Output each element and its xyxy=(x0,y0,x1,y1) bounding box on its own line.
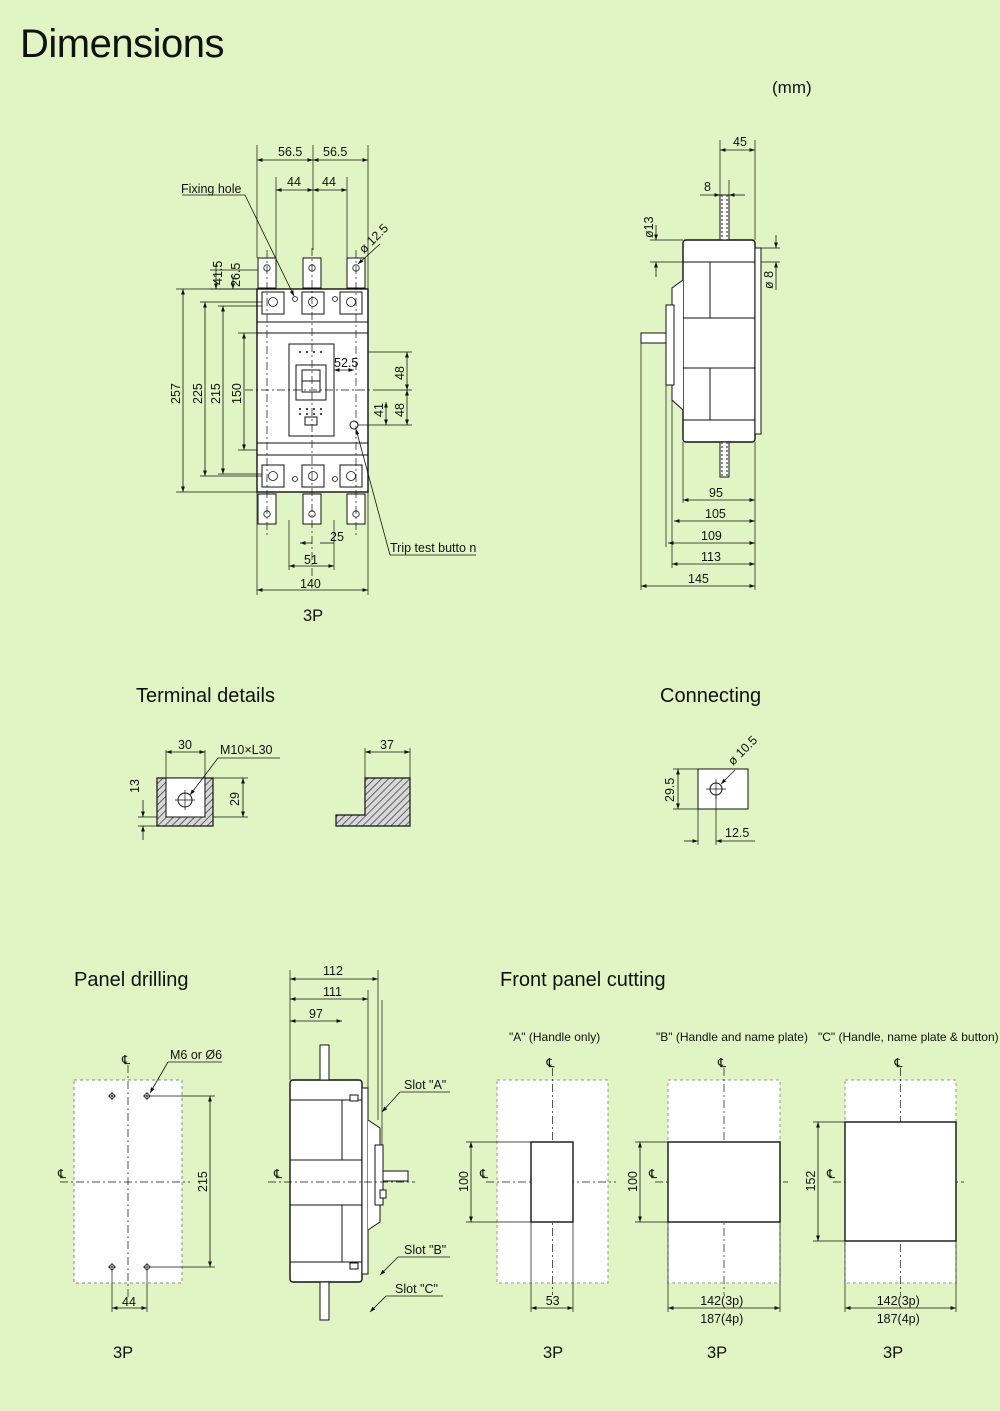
svg-text:℄: ℄ xyxy=(273,1167,283,1181)
svg-text:M10×L30: M10×L30 xyxy=(220,743,273,757)
cutout-width: 53 xyxy=(546,1294,560,1308)
cutout-width-4p: 187(4p) xyxy=(877,1312,920,1326)
svg-text:26.5: 26.5 xyxy=(229,263,243,287)
svg-text:Slot "C": Slot "C" xyxy=(395,1282,438,1296)
cutout-height: 100 xyxy=(457,1171,471,1192)
section-title-connecting: Connecting xyxy=(660,685,762,707)
svg-text:℄: ℄ xyxy=(121,1053,131,1067)
svg-text:29: 29 xyxy=(228,792,242,806)
page-title: Dimensions xyxy=(20,22,224,66)
cutout-hole xyxy=(530,1141,574,1223)
svg-text:257: 257 xyxy=(169,383,183,404)
svg-text:215: 215 xyxy=(196,1171,210,1192)
cutout-caption: 3P xyxy=(707,1344,727,1362)
svg-text:41: 41 xyxy=(372,403,386,417)
panel-drilling-caption: 3P xyxy=(113,1344,133,1362)
svg-text:95: 95 xyxy=(709,486,723,500)
svg-text:Slot "A": Slot "A" xyxy=(404,1078,446,1092)
svg-text:8: 8 xyxy=(704,180,711,194)
svg-text:ø 8: ø 8 xyxy=(762,271,776,289)
cutout-width-4p: 187(4p) xyxy=(700,1312,743,1326)
centerline-mark: ℄ xyxy=(648,1167,658,1181)
svg-text:140: 140 xyxy=(300,577,321,591)
cutout-caption: 3P xyxy=(883,1344,903,1362)
panel-drilling: M6 or Ø6 215 44 ℄ ℄ 3P xyxy=(57,1048,222,1362)
svg-text:56.5: 56.5 xyxy=(278,145,302,159)
svg-text:112: 112 xyxy=(323,964,343,978)
section-title-front-panel-cutting: Front panel cutting xyxy=(500,969,666,991)
svg-text:29.5: 29.5 xyxy=(663,778,677,802)
centerline-mark: ℄ xyxy=(894,1056,904,1070)
svg-text:48: 48 xyxy=(393,403,407,417)
svg-text:44: 44 xyxy=(122,1295,136,1309)
svg-text:13: 13 xyxy=(128,779,142,793)
svg-text:25: 25 xyxy=(330,530,344,544)
unit-label: (mm) xyxy=(772,78,812,97)
front-view: 56.5 56.5 44 44 41.5 26.5 257 225 215 15… xyxy=(169,145,476,625)
svg-text:45: 45 xyxy=(733,135,747,149)
cutout-hole xyxy=(667,1141,781,1223)
svg-text:ø 12.5: ø 12.5 xyxy=(356,221,391,256)
cutout-height: 152 xyxy=(804,1171,818,1192)
cutout-2: "C" (Handle, name plate & button) ℄ ℄ 152 14… xyxy=(804,1030,999,1362)
svg-text:Trip test butto n: Trip test butto n xyxy=(390,541,476,555)
cutout-title: "B" (Handle and name plate) xyxy=(656,1030,808,1044)
cutout-title: "C" (Handle, name plate & button) xyxy=(818,1030,999,1044)
svg-text:M6 or Ø6: M6 or Ø6 xyxy=(170,1048,222,1062)
svg-text:52.5: 52.5 xyxy=(334,356,358,370)
side-view: 45 8 ø13 ø 8 95 105 109 113 145 xyxy=(640,135,780,590)
svg-text:113: 113 xyxy=(701,550,721,564)
side-panel-view: 112 111 97 ℄ Slot "A" Slot "B" Slot "C" xyxy=(268,964,450,1321)
front-view-caption: 3P xyxy=(303,607,323,625)
cutout-title: "A" (Handle only) xyxy=(509,1030,600,1044)
svg-text:ø13: ø13 xyxy=(642,216,656,238)
svg-text:Slot "B": Slot "B" xyxy=(404,1243,446,1257)
centerline-mark: ℄ xyxy=(826,1167,836,1181)
svg-text:44: 44 xyxy=(287,175,301,189)
section-title-panel-drilling: Panel drilling xyxy=(74,969,189,991)
svg-text:105: 105 xyxy=(705,507,726,521)
svg-text:109: 109 xyxy=(701,529,722,543)
terminal-details: 30 M10×L30 13 29 37 xyxy=(128,738,411,840)
svg-text:48: 48 xyxy=(393,366,407,380)
svg-text:51: 51 xyxy=(304,553,318,567)
svg-text:12.5: 12.5 xyxy=(725,826,749,840)
svg-text:30: 30 xyxy=(178,738,192,752)
cutout-height: 100 xyxy=(626,1171,640,1192)
svg-text:145: 145 xyxy=(688,572,709,586)
svg-text:℄: ℄ xyxy=(57,1167,67,1181)
centerline-mark: ℄ xyxy=(717,1056,727,1070)
cutout-width: 142(3p) xyxy=(700,1294,743,1308)
svg-text:56.5: 56.5 xyxy=(323,145,347,159)
cutout-0: "A" (Handle only) ℄ ℄ 100 53 3P xyxy=(457,1030,616,1362)
svg-text:37: 37 xyxy=(380,738,394,752)
svg-text:Fixing hole: Fixing hole xyxy=(181,182,241,196)
svg-text:215: 215 xyxy=(209,383,223,404)
svg-text:41.5: 41.5 xyxy=(211,261,225,285)
svg-text:97: 97 xyxy=(309,1007,323,1021)
section-title-terminal-details: Terminal details xyxy=(136,685,275,707)
cutout-caption: 3P xyxy=(543,1344,563,1362)
cutout-hole xyxy=(844,1121,957,1242)
svg-text:150: 150 xyxy=(230,383,244,404)
svg-text:44: 44 xyxy=(322,175,336,189)
connecting: 29.5 12.5 ø 10.5 xyxy=(663,733,760,845)
cutout-1: "B" (Handle and name plate) ℄ ℄ 100 142(3p) 1… xyxy=(626,1030,808,1362)
svg-text:225: 225 xyxy=(191,383,205,404)
centerline-mark: ℄ xyxy=(479,1167,489,1181)
cutout-width: 142(3p) xyxy=(877,1294,920,1308)
centerline-mark: ℄ xyxy=(546,1056,556,1070)
svg-text:111: 111 xyxy=(323,985,342,999)
svg-text:ø 10.5: ø 10.5 xyxy=(725,733,760,768)
